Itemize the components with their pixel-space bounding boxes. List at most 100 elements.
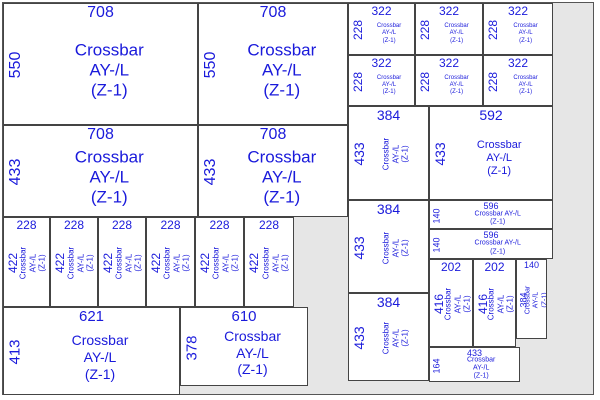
piece-part-label: Crossbar AY-/L (Z-1): [162, 246, 191, 280]
piece-width-label: 433: [466, 348, 483, 358]
piece-height-label: 422: [198, 252, 213, 274]
piece-width-label: 596: [483, 230, 499, 240]
piece-width-label: 140: [523, 260, 540, 270]
piece-width-label: 384: [376, 107, 401, 123]
piece-height-label: 433: [432, 142, 449, 166]
piece-width-label: 228: [258, 218, 280, 232]
piece-height-label: 140: [431, 237, 442, 253]
piece-height-label: 378: [183, 334, 201, 361]
piece-part-label: Crossbar AY-/L (Z-1): [247, 40, 317, 100]
piece-height-label: 228: [351, 71, 366, 92]
piece-width-label: 592: [479, 107, 503, 123]
piece-part-label: Crossbar AY-/L (Z-1): [261, 246, 290, 280]
piece-height-label: 433: [351, 326, 368, 350]
piece-width-label: 228: [111, 218, 133, 232]
piece-part-label: Crossbar AY-/L (Z-1): [71, 332, 129, 382]
piece-height-label: 228: [486, 71, 501, 92]
piece-height-label: 433: [351, 235, 368, 260]
piece-height-label: 433: [201, 158, 219, 186]
piece-width-label: 322: [438, 56, 460, 70]
piece-part-label: Crossbar AY-/L (Z-1): [381, 231, 410, 264]
piece-width-label: 228: [16, 218, 37, 232]
piece-part-label: Crossbar AY-/L (Z-1): [211, 246, 240, 280]
piece-part-label: Crossbar AY-/L (Z-1): [513, 74, 538, 96]
cut-piece[interactable]: 384 433 Crossbar AY-/L (Z-1): [348, 200, 429, 293]
piece-width-label: 322: [507, 4, 529, 18]
cut-piece[interactable]: 384 433 Crossbar AY-/L (Z-1): [348, 293, 429, 381]
piece-part-label: Crossbar AY-/L (Z-1): [474, 210, 521, 226]
cut-piece[interactable]: 596 140 Crossbar AY-/L (Z-1): [429, 229, 553, 259]
piece-height-label: 228: [351, 19, 366, 41]
cut-piece[interactable]: 708 550 Crossbar AY-/L (Z-1): [198, 3, 348, 125]
piece-part-label: Crossbar AY-/L (Z-1): [74, 40, 144, 100]
piece-width-label: 322: [371, 56, 392, 70]
piece-height-label: 422: [247, 252, 262, 274]
piece-part-label: Crossbar AY-/L (Z-1): [443, 287, 472, 321]
piece-part-label: Crossbar AY-/L (Z-1): [381, 137, 410, 171]
piece-height-label: 550: [6, 51, 24, 79]
cut-piece[interactable]: 322 228 Crossbar AY-/L (Z-1): [348, 55, 415, 106]
piece-width-label: 322: [371, 4, 392, 18]
cut-piece[interactable]: 708 550 Crossbar AY-/L (Z-1): [3, 3, 198, 125]
piece-part-label: Crossbar AY-/L (Z-1): [18, 246, 47, 280]
piece-height-label: 422: [6, 252, 21, 274]
piece-part-label: Crossbar AY-/L (Z-1): [74, 147, 144, 207]
piece-height-label: 228: [486, 19, 501, 41]
piece-part-label: Crossbar AY-/L (Z-1): [66, 246, 95, 280]
cut-piece[interactable]: 708 433 Crossbar AY-/L (Z-1): [3, 125, 198, 217]
piece-height-label: 422: [101, 252, 116, 274]
piece-part-label: Crossbar AY-/L (Z-1): [466, 356, 496, 380]
piece-height-label: 164: [431, 357, 442, 374]
cut-piece[interactable]: 322 228 Crossbar AY-/L (Z-1): [483, 55, 553, 106]
piece-part-label: Crossbar AY-/L (Z-1): [376, 74, 402, 96]
piece-height-label: 550: [201, 51, 219, 79]
piece-width-label: 322: [438, 4, 460, 18]
cut-piece[interactable]: 433 164 Crossbar AY-/L (Z-1): [429, 347, 520, 382]
piece-part-label: Crossbar AY-/L (Z-1): [444, 74, 469, 96]
piece-width-label: 322: [507, 56, 529, 70]
piece-width-label: 708: [259, 126, 287, 143]
piece-width-label: 228: [63, 218, 85, 232]
piece-part-label: Crossbar AY-/L (Z-1): [474, 239, 521, 256]
piece-width-label: 384: [376, 201, 401, 217]
piece-height-label: 433: [6, 158, 24, 186]
piece-width-label: 610: [231, 308, 257, 325]
piece-part-label: Crossbar AY-/L (Z-1): [247, 147, 317, 207]
cut-piece[interactable]: 322 228 Crossbar AY-/L (Z-1): [415, 55, 483, 106]
piece-width-label: 708: [87, 126, 114, 143]
piece-width-label: 708: [259, 4, 287, 21]
piece-width-label: 202: [484, 260, 505, 274]
piece-height-label: 422: [53, 252, 68, 274]
piece-part-label: Crossbar AY-/L (Z-1): [476, 139, 522, 178]
piece-part-label: Crossbar AY-/L (Z-1): [444, 23, 469, 44]
piece-height-label: 140: [431, 207, 442, 224]
piece-part-label: Crossbar AY-/L (Z-1): [524, 285, 547, 315]
piece-width-label: 708: [87, 4, 114, 21]
piece-height-label: 422: [149, 252, 164, 274]
cut-piece[interactable]: 592 433 Crossbar AY-/L (Z-1): [429, 106, 553, 200]
piece-width-label: 384: [376, 294, 401, 310]
piece-part-label: Crossbar AY-/L (Z-1): [486, 287, 515, 321]
piece-height-label: 228: [418, 71, 433, 92]
cut-piece[interactable]: 708 433 Crossbar AY-/L (Z-1): [198, 125, 348, 217]
piece-part-label: Crossbar AY-/L (Z-1): [381, 321, 410, 355]
piece-width-label: 228: [209, 218, 230, 232]
piece-height-label: 413: [6, 339, 24, 365]
